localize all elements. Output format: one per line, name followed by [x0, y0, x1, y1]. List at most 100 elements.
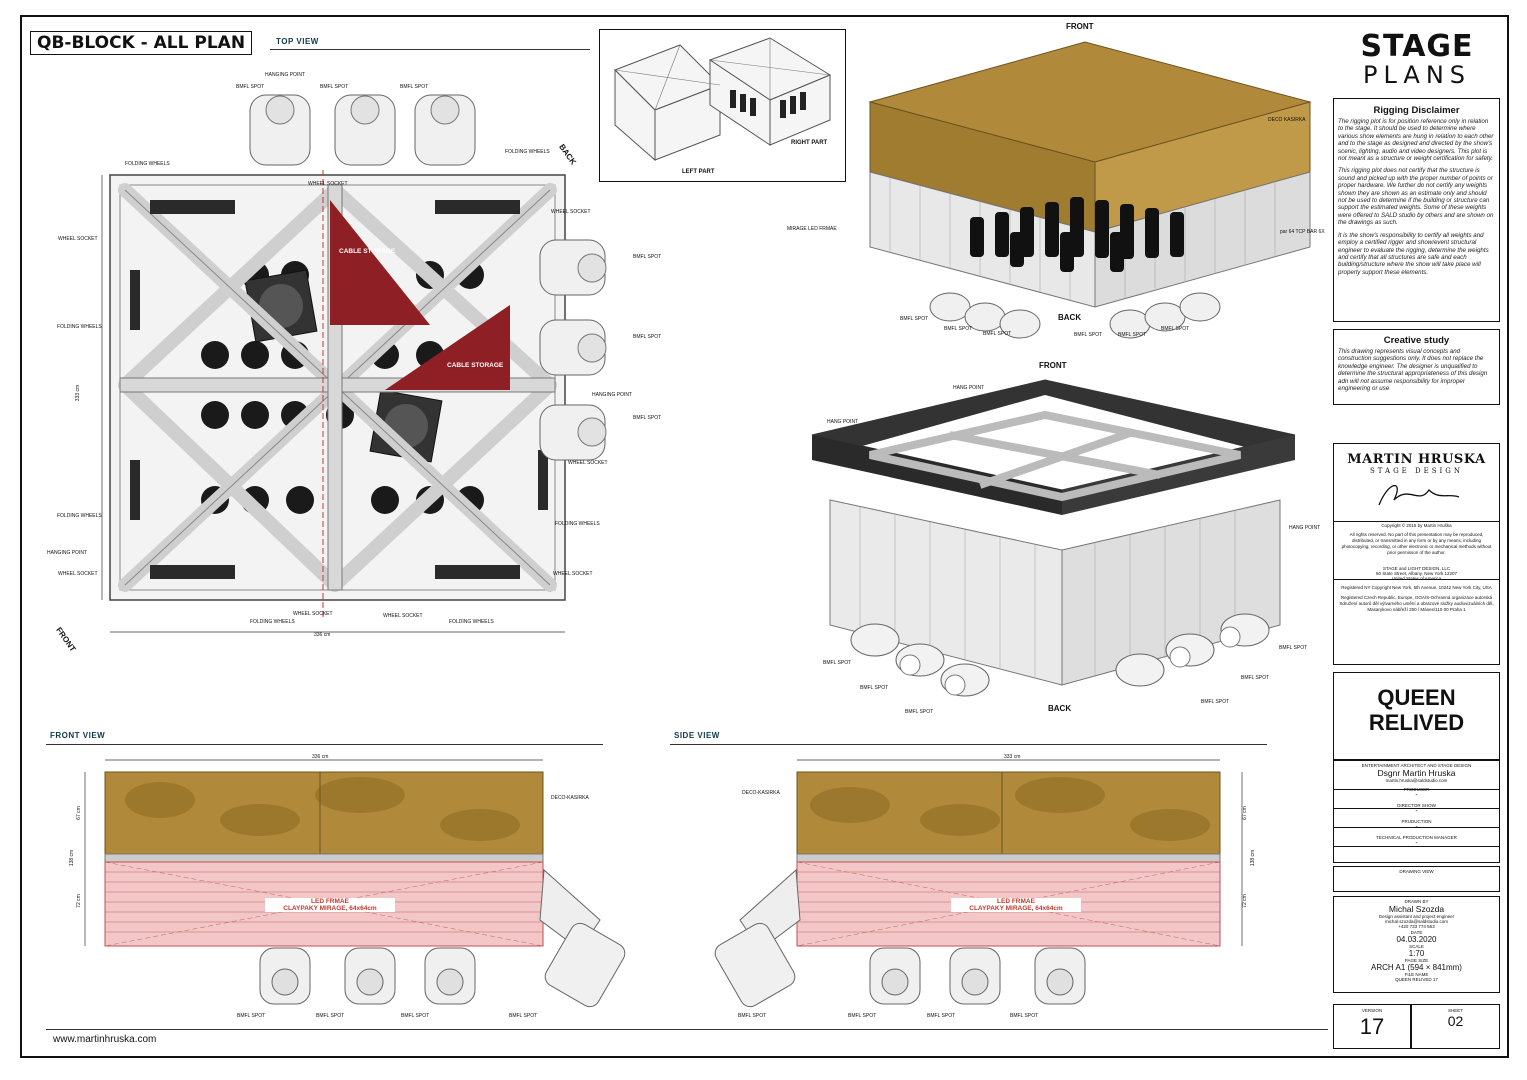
file-name-label: FILE NAME [1404, 972, 1429, 977]
credit-designer-name: Dsgnr Martin Hruska [1377, 768, 1456, 778]
label-folding-wheels-1: FOLDING WHEELS [125, 161, 170, 167]
sheet-box: SHEET 02 [1411, 1004, 1500, 1049]
brand-line1: STAGE [1360, 29, 1474, 64]
project-line1: QUEEN [1377, 685, 1456, 710]
iso-bottom-hang-2: HANG POINT [827, 419, 859, 425]
credits-box: ENTERTAINMENT ARCHITECT AND STAGE DESIGN… [1333, 760, 1500, 863]
page-size-value: ARCH A1 (594 × 841mm) [1371, 963, 1462, 972]
rigging-disclaimer: Rigging Disclaimer The rigging plot is f… [1333, 98, 1500, 322]
brand-logo: STAGE PLANS [1352, 29, 1482, 90]
label-bmfl-6: BMFL SPOT [633, 415, 662, 421]
iso-bottom-back: BACK [1048, 704, 1072, 713]
label-hanging-point-left: HANGING POINT [47, 550, 88, 556]
top-view-rule [270, 49, 590, 50]
label-bmfl-2: BMFL SPOT [320, 84, 349, 90]
front-led-label: LED FRMAE CLAYPAKY MIRAGE, 64x64cm [265, 898, 395, 912]
side-bmfl-4: BMFL SPOT [1010, 1013, 1039, 1019]
label-folding-wheels-2: FOLDING WHEELS [505, 149, 550, 155]
side-h-led: 72 cm [1241, 894, 1248, 908]
date-label: DATE [1410, 930, 1423, 935]
iso-bottom-bmfl-1: BMFL SPOT [1279, 645, 1308, 651]
front-bmfl-2: BMFL SPOT [316, 1013, 345, 1019]
iso-top-bmfl-1: BMFL SPOT [900, 316, 929, 322]
file-name-value: QUEEN RELIVED 17 [1395, 977, 1438, 982]
label-wheel-socket-3: WHEEL SOCKET [551, 209, 591, 215]
iso-top-front: FRONT [1066, 22, 1094, 31]
front-bmfl-4: BMFL SPOT [509, 1013, 538, 1019]
side-led-line1: LED FRMAE [997, 898, 1035, 905]
front-h-deco: 67 cm [75, 806, 82, 820]
top-view-drawing [101, 94, 607, 633]
project-line2: RELIVED [1368, 710, 1465, 735]
designer-block: MARTIN HRUSKA STAGE DESIGN Copyright © 2… [1333, 443, 1500, 665]
iso-top-bmfl-5: BMFL SPOT [1118, 332, 1147, 338]
address2: United States of America [1334, 576, 1499, 581]
registered-cz: Registered Czech Republic, Europe, OOA/S… [1339, 595, 1494, 612]
label-wheel-socket-8: WHEEL SOCKET [383, 613, 423, 619]
website: www.martinhruska.com [53, 1034, 157, 1045]
page-size-label: PAGE SIZE [1404, 958, 1429, 963]
drawn-role: Design assistant and project engineer [1378, 914, 1455, 919]
cable-storage-2 [385, 305, 510, 390]
address1: 80 State Street, Albany, New York 12207 [1376, 571, 1457, 576]
tpm-label: TECHNICAL PRODUCTION MANAGER [1376, 835, 1457, 840]
brand-line2: PLANS [1363, 61, 1471, 89]
front-view-title: FRONT VIEW [50, 731, 106, 740]
label-wheel-socket-7: WHEEL SOCKET [293, 611, 333, 617]
label-folding-wheels-6: FOLDING WHEELS [250, 619, 295, 625]
date-value: 04.03.2020 [1396, 935, 1437, 944]
label-folding-wheels-3: FOLDING WHEELS [57, 324, 102, 330]
sheet-title: QB-BLOCK - ALL PLAN [30, 31, 253, 55]
tpm: - [1415, 840, 1418, 847]
designer-sub: STAGE DESIGN [1369, 467, 1464, 475]
iso-top-par: par 64 TCP BAR 6X [1280, 229, 1325, 235]
side-h-deco: 67 cm [1241, 806, 1248, 820]
credit-designer-email: martin.hruska@saldstudio.com [1385, 778, 1448, 783]
side-deco-label: DECO-KASIRKA [742, 790, 780, 796]
top-view-title: TOP VIEW [276, 37, 319, 46]
iso-top-bmfl-3: BMFL SPOT [983, 331, 1012, 337]
label-wheel-socket-4: WHEEL SOCKET [568, 460, 608, 466]
drawing-view-box: DRAWING VIEW [1333, 866, 1500, 892]
side-view-title: SIDE VIEW [674, 731, 720, 740]
side-led-line2: CLAYPAKY MIRAGE, 64x64cm [969, 905, 1063, 912]
front-bmfl-1: BMFL SPOT [237, 1013, 266, 1019]
label-bmfl-5: BMFL SPOT [633, 334, 662, 340]
front-dim: 336 cm [312, 754, 329, 760]
company: STAGE and LIGHT DESIGN, LLC [1382, 566, 1451, 571]
director-label: DIRECTOR SHOW [1397, 803, 1436, 808]
disclaimer-p1: The rigging plot is for position referen… [1338, 118, 1494, 163]
label-hanging-point-right: HANGING POINT [592, 392, 633, 398]
front-view-drawing [84, 759, 626, 1008]
side-bmfl-2: BMFL SPOT [848, 1013, 877, 1019]
front-view-rule [46, 744, 603, 745]
side-dim: 333 cm [1004, 754, 1021, 760]
version-label: VERSION [1361, 1008, 1383, 1013]
iso-top-bmfl-6: BMFL SPOT [1161, 326, 1190, 332]
drawn-by: Michal Szozda [1388, 904, 1445, 914]
iso-bottom-hang-1: HANG POINT [953, 385, 985, 391]
cable-storage-label-2: CABLE STORAGE [447, 362, 504, 369]
drawn-by-label: DRAWN BY [1404, 899, 1429, 904]
front-h-total: 138 cm [69, 849, 76, 867]
label-bmfl-3: BMFL SPOT [400, 84, 429, 90]
version-value: 17 [1359, 1014, 1385, 1039]
disclaimer-p2: This rigging plot does not certify that … [1338, 167, 1494, 227]
bottom-rule [46, 1029, 1328, 1030]
iso-top-back: BACK [1058, 313, 1082, 322]
iso-bottom-drawing [811, 379, 1296, 697]
side-view-drawing [714, 759, 1243, 1008]
front-led-line1: LED FRMAE [311, 898, 349, 905]
front-h-led: 72 cm [75, 894, 82, 908]
designer-name: MARTIN HRUSKA [1347, 452, 1486, 467]
drawn-phone: +420 733 774 563 [1398, 924, 1435, 929]
drawing-view-label: DRAWING VIEW [1399, 869, 1434, 874]
registered-ny: Registered NY Copyright New York, 5th Av… [1341, 585, 1492, 590]
front-bmfl-3: BMFL SPOT [401, 1013, 430, 1019]
director: - [1415, 808, 1418, 815]
label-bmfl-4: BMFL SPOT [633, 254, 662, 260]
sheet-value: 02 [1447, 1013, 1464, 1029]
iso-top-bmfl-4: BMFL SPOT [1074, 332, 1103, 338]
iso-bottom-hang-3: HANG POINT [1289, 525, 1321, 531]
label-folding-wheels-4: FOLDING WHEELS [57, 513, 102, 519]
